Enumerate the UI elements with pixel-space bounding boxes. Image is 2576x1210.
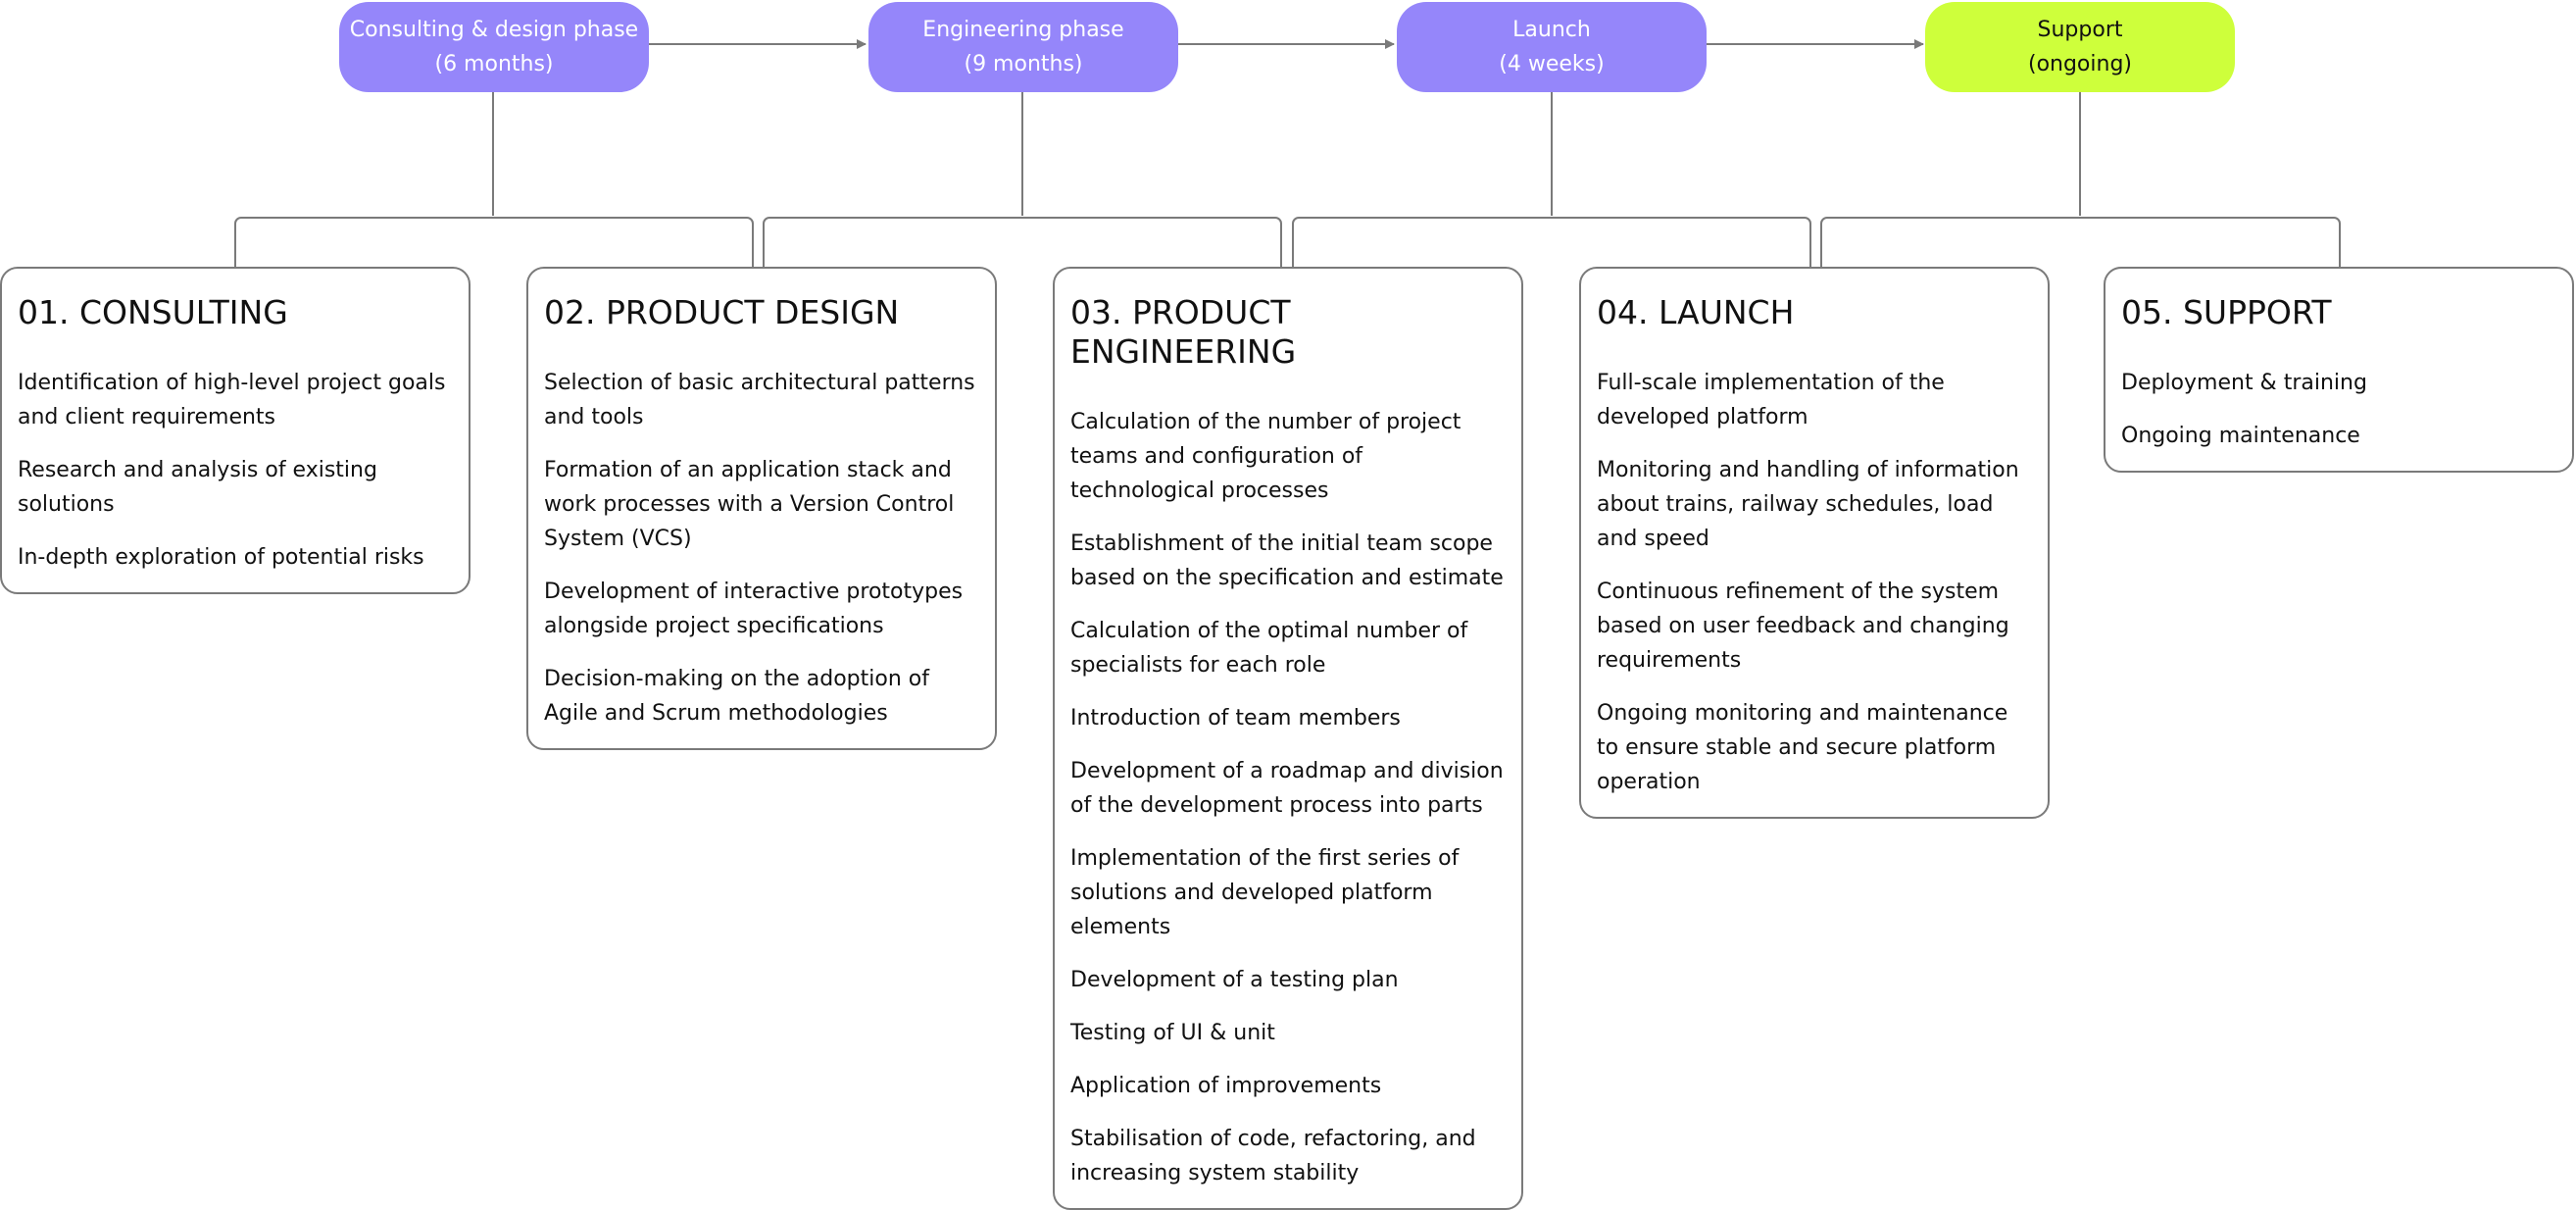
phase-name: Support [2037, 18, 2123, 42]
list-item: Continuous refinement of the system base… [1597, 580, 2009, 673]
card-item-list: Selection of basic architectural pattern… [544, 366, 979, 731]
card-consulting: 01. CONSULTING Identification of high-le… [0, 267, 471, 594]
list-item: Research and analysis of existing soluti… [18, 458, 377, 517]
card-item-list: Full-scale implementation of the develop… [1597, 366, 2032, 799]
phase-duration: (ongoing) [2027, 52, 2132, 76]
list-item: Implementation of the first series of so… [1070, 846, 1460, 939]
bracket-phase-2 [763, 92, 1282, 267]
list-item: Stabilisation of code, refactoring, and … [1070, 1127, 1476, 1185]
list-item: Selection of basic architectural pattern… [544, 371, 975, 429]
list-item: Identification of high-level project goa… [18, 371, 446, 429]
phase-duration: (6 months) [434, 52, 554, 76]
phase-support: Support (ongoing) [1925, 2, 2235, 92]
bracket-phase-1 [234, 92, 754, 267]
card-title: 04. LAUNCH [1597, 293, 1795, 331]
card-product-engineering: 03. PRODUCT ENGINEERING Calculation of t… [1053, 267, 1523, 1210]
card-title: 03. PRODUCT ENGINEERING [1070, 293, 1297, 371]
phase-name: Launch [1512, 18, 1591, 42]
card-title: 01. CONSULTING [18, 293, 288, 331]
list-item: Calculation of the optimal number of spe… [1070, 619, 1468, 678]
list-item: Ongoing monitoring and maintenance to en… [1597, 701, 2008, 794]
bracket-phase-4 [1820, 92, 2341, 267]
list-item: Development of a roadmap and division of… [1070, 759, 1504, 818]
phase-launch: Launch (4 weeks) [1397, 2, 1707, 92]
list-item: Establishment of the initial team scope … [1070, 531, 1504, 590]
list-item: Ongoing maintenance [2121, 424, 2360, 448]
phase-duration: (9 months) [964, 52, 1083, 76]
phase-consulting-design: Consulting & design phase (6 months) [339, 2, 649, 92]
phase-duration: (4 weeks) [1499, 52, 1605, 76]
phase-engineering: Engineering phase (9 months) [868, 2, 1178, 92]
list-item: Introduction of team members [1070, 706, 1401, 731]
list-item: Testing of UI & unit [1070, 1021, 1275, 1045]
card-item-list: Deployment & training Ongoing maintenanc… [2121, 366, 2556, 453]
list-item: Decision-making on the adoption of Agile… [544, 667, 929, 726]
list-item: Monitoring and handling of information a… [1597, 458, 2019, 551]
bracket-phase-3 [1292, 92, 1811, 267]
card-item-list: Calculation of the number of project tea… [1070, 405, 1506, 1190]
list-item: Development of interactive prototypes al… [544, 580, 964, 638]
card-item-list: Identification of high-level project goa… [18, 366, 453, 575]
phase-name: Consulting & design phase [349, 18, 639, 42]
list-item: Full-scale implementation of the develop… [1597, 371, 1945, 429]
card-title: 05. SUPPORT [2121, 293, 2332, 331]
card-support: 05. SUPPORT Deployment & training Ongoin… [2104, 267, 2574, 473]
card-product-design: 02. PRODUCT DESIGN Selection of basic ar… [526, 267, 997, 750]
phase-name: Engineering phase [922, 18, 1124, 42]
list-item: Deployment & training [2121, 371, 2367, 395]
card-title: 02. PRODUCT DESIGN [544, 293, 900, 331]
list-item: Formation of an application stack and wo… [544, 458, 955, 551]
list-item: Calculation of the number of project tea… [1070, 410, 1461, 503]
card-launch: 04. LAUNCH Full-scale implementation of … [1579, 267, 2050, 819]
list-item: Application of improvements [1070, 1074, 1382, 1098]
list-item: In-depth exploration of potential risks [18, 545, 424, 570]
list-item: Development of a testing plan [1070, 968, 1399, 992]
